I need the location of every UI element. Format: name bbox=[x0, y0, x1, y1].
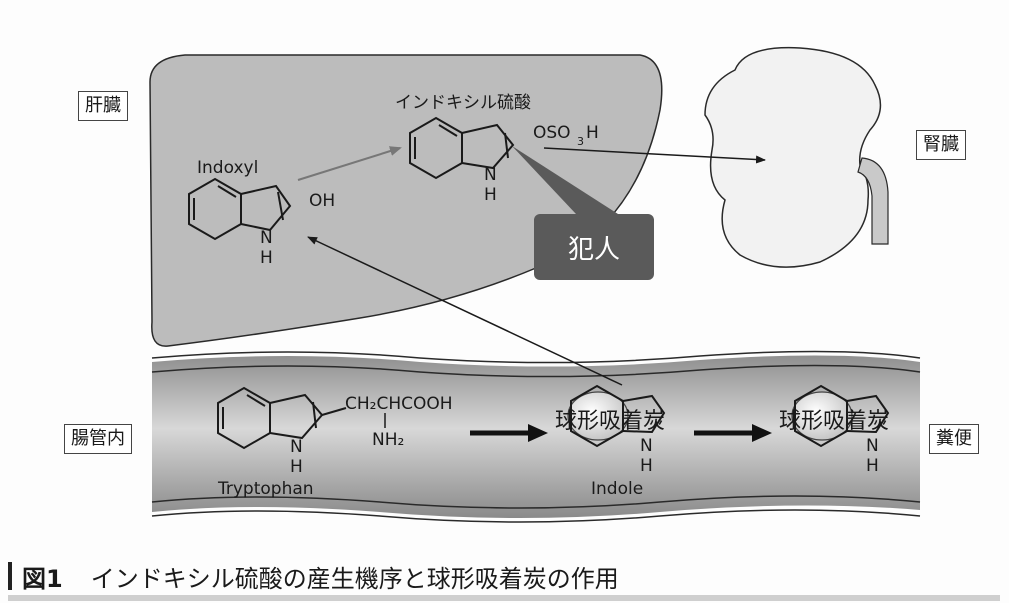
indole-adsorbed-structure-2 bbox=[791, 384, 890, 448]
culprit-callout: 犯人 bbox=[534, 214, 654, 280]
arrow-to-kidney bbox=[543, 147, 766, 164]
caption-bar bbox=[8, 562, 12, 590]
intestine-wall-bottom-outer bbox=[151, 509, 921, 523]
arrow-indoxyl-to-sulfate bbox=[297, 146, 402, 181]
intestine-wall-top-outer bbox=[151, 350, 921, 364]
tryptophan-n: N bbox=[290, 437, 303, 457]
indoxyl-oh: OH bbox=[309, 191, 335, 211]
indole-adsorbed-structure bbox=[567, 384, 666, 448]
indoxyl-sulfate-label: インドキシル硫酸 bbox=[395, 93, 531, 113]
intestine-wall-top-inner bbox=[151, 364, 921, 378]
indole-label: Indole bbox=[591, 479, 643, 499]
indoxyl-h: H bbox=[260, 248, 273, 268]
indoxyl-label: Indoxyl bbox=[197, 158, 258, 178]
tryptophan-chain: CH₂CHCOOH bbox=[345, 394, 453, 414]
arrow-indole-to-liver bbox=[307, 236, 623, 386]
ureter bbox=[857, 157, 889, 245]
tryptophan-amine: NH₂ bbox=[372, 430, 404, 450]
sulfate-group-prefix: OSO bbox=[533, 123, 571, 143]
kidney-shape bbox=[704, 46, 882, 268]
tryptophan-structure bbox=[217, 386, 347, 450]
arrow-head-2 bbox=[752, 424, 772, 442]
indole-h: H bbox=[640, 456, 653, 476]
sulfate-group-suffix: H bbox=[586, 123, 599, 143]
tryptophan-label: Tryptophan bbox=[217, 479, 314, 499]
label-feces: 糞便 bbox=[929, 424, 979, 454]
sulfate-group-sub: 3 bbox=[577, 135, 584, 148]
indole-2-h: H bbox=[866, 456, 879, 476]
indoxyl-n: N bbox=[260, 228, 273, 248]
label-kidney: 腎臓 bbox=[916, 130, 966, 160]
indole-2-n: N bbox=[866, 436, 879, 456]
indoxyl-sulfate-n: N bbox=[484, 165, 497, 185]
indoxyl-sulfate-h: H bbox=[484, 185, 497, 205]
adsorbent-label-1: 球形吸着炭 bbox=[555, 409, 665, 434]
indole-n: N bbox=[640, 436, 653, 456]
adsorbent-label-2: 球形吸着炭 bbox=[779, 409, 889, 434]
label-liver: 肝臓 bbox=[78, 91, 128, 121]
intestine-wall-bottom-inner bbox=[151, 495, 921, 509]
figure-number: 図1 bbox=[22, 564, 63, 593]
indoxyl-sulfate-structure bbox=[409, 116, 515, 180]
figure-caption: 図1 インドキシル硫酸の産生機序と球形吸着炭の作用 bbox=[8, 556, 1001, 596]
caption-text: インドキシル硫酸の産生機序と球形吸着炭の作用 bbox=[90, 564, 619, 593]
label-intestine: 腸管内 bbox=[64, 424, 132, 454]
indoxyl-structure bbox=[188, 177, 292, 241]
culprit-pointer bbox=[512, 146, 618, 214]
tryptophan-h: H bbox=[290, 457, 303, 477]
arrow-head-1 bbox=[528, 424, 548, 442]
